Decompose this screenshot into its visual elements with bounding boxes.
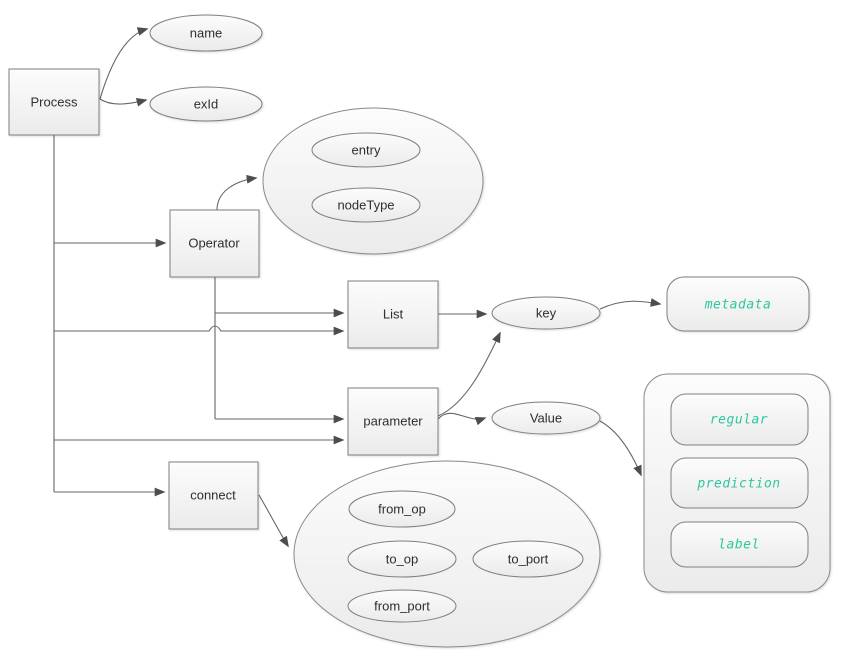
node-from-op-label: from_op <box>378 501 426 516</box>
node-regular-label: regular <box>710 413 768 428</box>
node-connect: connect <box>168 461 259 530</box>
edge-parameter-value <box>437 412 487 426</box>
node-process: Process <box>8 68 100 136</box>
edge-value-value-group <box>599 420 642 477</box>
node-to-port-label: to_port <box>508 551 549 566</box>
node-exid: exId <box>149 86 263 122</box>
node-prediction: prediction <box>670 457 809 509</box>
node-from-port: from_port <box>347 589 457 623</box>
node-from-port-label: from_port <box>374 598 430 613</box>
node-operator: Operator <box>169 209 260 278</box>
node-name: name <box>149 14 263 52</box>
node-list-label: List <box>383 306 404 321</box>
node-key: key <box>491 296 601 330</box>
node-operator-group <box>262 107 484 255</box>
node-from-op: from_op <box>348 490 456 528</box>
node-value: Value <box>491 401 601 435</box>
node-exid-label: exId <box>194 96 219 111</box>
node-prediction-label: prediction <box>696 477 780 492</box>
edges-layer <box>53 27 662 548</box>
edge-parameter-key <box>437 331 501 417</box>
node-process-label: Process <box>31 94 78 109</box>
node-label: label <box>670 521 809 568</box>
node-metadata: metadata <box>666 276 810 332</box>
node-parameter: parameter <box>347 387 439 456</box>
node-list: List <box>347 280 439 349</box>
edge-process-list <box>54 325 345 336</box>
node-metadata-label: metadata <box>704 298 772 313</box>
node-nodetype: nodeType <box>311 187 421 223</box>
node-to-port: to_port <box>472 540 584 578</box>
edge-process-exid <box>99 97 148 107</box>
edge-key-metadata <box>599 298 662 310</box>
edge-connect-connect-group <box>258 494 289 548</box>
edge-operator-operator-group <box>216 174 258 211</box>
node-key-label: key <box>536 305 557 320</box>
node-entry: entry <box>311 132 421 168</box>
node-value-label: Value <box>530 410 562 425</box>
node-operator-label: Operator <box>188 235 240 250</box>
node-label-label: label <box>718 538 760 553</box>
node-name-label: name <box>190 25 223 40</box>
node-nodetype-label: nodeType <box>337 197 394 212</box>
node-entry-label: entry <box>352 142 381 157</box>
node-to-op-label: to_op <box>386 551 419 566</box>
edge-process-name <box>99 27 149 100</box>
node-regular: regular <box>670 393 809 446</box>
node-connect-label: connect <box>190 487 236 502</box>
node-parameter-label: parameter <box>363 413 423 428</box>
node-to-op: to_op <box>347 540 457 578</box>
